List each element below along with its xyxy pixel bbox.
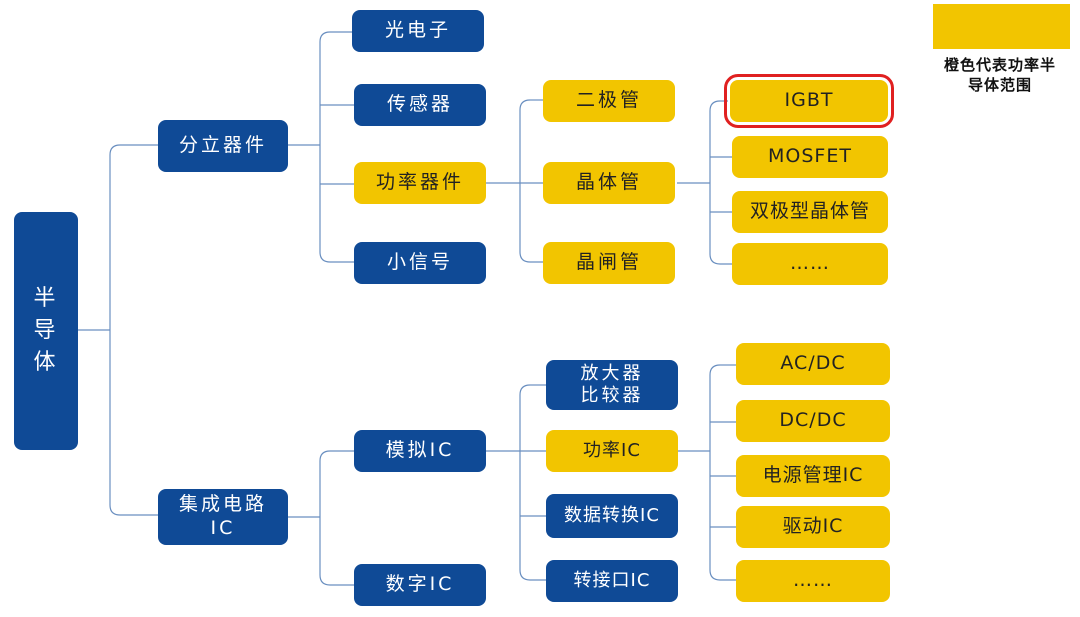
node-transistor-more: …… [732, 243, 888, 285]
node-data-converter-ic: 数据转换IC [546, 494, 678, 538]
node-pmic: 电源管理IC [736, 455, 890, 497]
node-ac-dc: AC/DC [736, 343, 890, 385]
node-power-ic-more: …… [736, 560, 890, 602]
node-igbt: IGBT [724, 74, 894, 128]
node-power-device: 功率器件 [354, 162, 486, 204]
node-analog-ic: 模拟IC [354, 430, 486, 472]
node-amplifier-comparator: 放大器 比较器 [546, 360, 678, 410]
node-digital-ic: 数字IC [354, 564, 486, 606]
node-thyristor: 晶闸管 [543, 242, 675, 284]
node-integrated-circuit: 集成电路 IC [158, 489, 288, 545]
node-discrete-devices: 分立器件 [158, 120, 288, 172]
legend-text: 橙色代表功率半 导体范围 [943, 56, 1056, 94]
node-transistor: 晶体管 [543, 162, 675, 204]
node-dc-dc: DC/DC [736, 400, 890, 442]
node-interface-ic: 转接口IC [546, 560, 678, 602]
node-sensor: 传感器 [354, 84, 486, 126]
node-diode: 二极管 [543, 80, 675, 122]
node-small-signal: 小信号 [354, 242, 486, 284]
node-driver-ic: 驱动IC [736, 506, 890, 548]
node-bipolar-transistor: 双极型晶体管 [732, 191, 888, 233]
legend-swatch [933, 4, 1070, 49]
node-mosfet: MOSFET [732, 136, 888, 178]
node-optoelectronics: 光电子 [352, 10, 484, 52]
node-power-ic: 功率IC [546, 430, 678, 472]
node-semiconductor: 半 导 体 [14, 212, 78, 450]
